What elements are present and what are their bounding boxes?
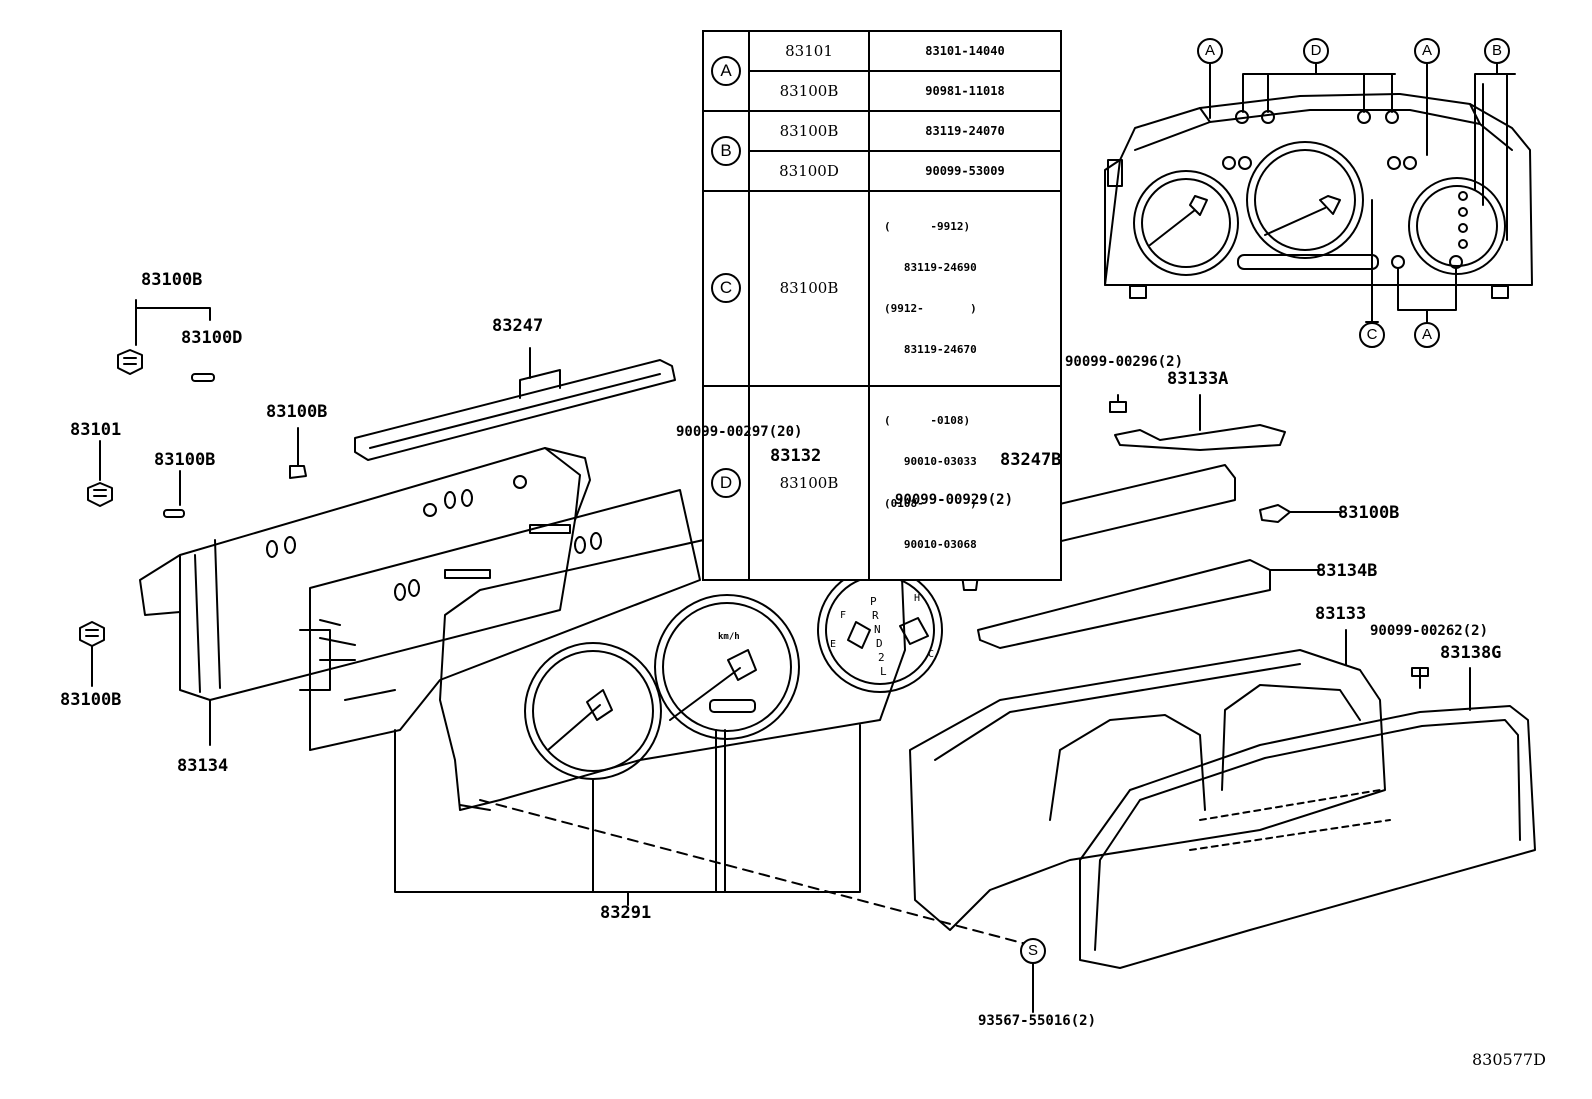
reference-table: A 83101 83101-14040 83100B 90981-11018 B… bbox=[702, 30, 1062, 581]
detail-cluster-view bbox=[1104, 63, 1533, 323]
label-83247: 83247 bbox=[492, 316, 544, 336]
diagram-code: 830577D bbox=[1472, 1050, 1546, 1069]
table-key-a: A bbox=[702, 30, 750, 112]
table-key-b: B bbox=[702, 110, 750, 192]
gauge-shift-p: P bbox=[870, 595, 877, 608]
part-83134-rear-housing bbox=[139, 447, 591, 746]
callout-sealant: S bbox=[1020, 938, 1046, 964]
leader-83291 bbox=[394, 724, 861, 906]
bulb-sockets-left bbox=[79, 299, 307, 687]
table-subpart-number: 90981-11018 bbox=[868, 70, 1062, 112]
label-screw-55016: 93567-55016(2) bbox=[978, 1013, 1097, 1029]
gauge-shift-d: D bbox=[876, 637, 883, 650]
table-subpart-line: 83119-24670 bbox=[884, 343, 977, 357]
label-83100b: 83100B bbox=[1338, 503, 1400, 523]
callout-a: A bbox=[1197, 38, 1223, 64]
label-83101: 83101 bbox=[70, 420, 122, 440]
label-83100b: 83100B bbox=[141, 270, 203, 290]
label-83133a: 83133A bbox=[1167, 369, 1229, 389]
gauge-shift-r: R bbox=[872, 609, 879, 622]
callout-b: B bbox=[1484, 38, 1510, 64]
gauge-speed-unit: km/h bbox=[718, 632, 740, 642]
label-83132: 83132 bbox=[770, 446, 822, 466]
table-part-number: 83100D bbox=[748, 150, 870, 192]
gauge-shift-l: L bbox=[880, 665, 887, 678]
gauge-fuel-f: F bbox=[840, 610, 847, 621]
label-83100b: 83100B bbox=[154, 450, 216, 470]
label-83138g: 83138G bbox=[1440, 643, 1502, 663]
table-subpart-number: 90099-53009 bbox=[868, 150, 1062, 192]
label-83100b: 83100B bbox=[60, 690, 122, 710]
callout-c: C bbox=[1359, 322, 1385, 348]
table-part-number: 83100B bbox=[748, 110, 870, 152]
label-83100d: 83100D bbox=[181, 328, 243, 348]
label-83291: 83291 bbox=[600, 903, 652, 923]
table-subpart-number: 83101-14040 bbox=[868, 30, 1062, 72]
table-subpart-line: (9912- ) bbox=[884, 302, 977, 315]
table-part-number: 83100B bbox=[748, 190, 870, 387]
label-83133: 83133 bbox=[1315, 604, 1367, 624]
label-83134: 83134 bbox=[177, 756, 229, 776]
label-83100b: 83100B bbox=[266, 402, 328, 422]
table-subpart-line: ( -0108) bbox=[884, 414, 971, 427]
parts-right bbox=[909, 394, 1536, 969]
part-83291-gauge-assembly bbox=[439, 504, 943, 811]
part-83247-strip bbox=[354, 347, 676, 461]
table-part-number: 83100B bbox=[748, 384, 870, 581]
label-83247b: 83247B bbox=[1000, 450, 1062, 470]
table-subpart-list: ( -9912) 83119-24690 (9912- ) 83119-2467… bbox=[868, 190, 1062, 387]
sealant-dashed-line bbox=[479, 799, 1031, 946]
table-subpart-line: 90010-03033 bbox=[884, 455, 977, 469]
callout-a: A bbox=[1414, 322, 1440, 348]
table-subpart-line: ( -9912) bbox=[884, 219, 971, 233]
gauge-temp-c: C bbox=[928, 649, 935, 660]
table-subpart-list: ( -0108) 90010-03033 (0108- ) 90010-0306… bbox=[868, 384, 1062, 581]
label-screw-00929: 90099-00929(2) bbox=[895, 492, 1014, 508]
table-subpart-line: (0108- ) bbox=[884, 496, 977, 510]
table-key-d: D bbox=[702, 384, 750, 581]
table-part-number: 83101 bbox=[748, 30, 870, 72]
callout-d: D bbox=[1303, 38, 1329, 64]
gauge-fuel-e: E bbox=[830, 639, 837, 650]
gauge-shift-2: 2 bbox=[878, 651, 885, 664]
gauge-temp-h: H bbox=[914, 593, 921, 604]
table-subpart-line: 90010-03068 bbox=[884, 537, 977, 551]
label-screw-00262: 90099-00262(2) bbox=[1370, 623, 1489, 639]
label-83134b: 83134B bbox=[1316, 561, 1378, 581]
gauge-shift-n: N bbox=[874, 623, 881, 636]
table-key-c: C bbox=[702, 190, 750, 387]
table-part-number: 83100B bbox=[748, 70, 870, 112]
table-subpart-line: 83119-24690 bbox=[884, 260, 977, 274]
callout-a: A bbox=[1414, 38, 1440, 64]
label-screw-00296: 90099-00296(2) bbox=[1065, 354, 1184, 370]
table-subpart-number: 83119-24070 bbox=[868, 110, 1062, 152]
label-screw-00297: 90099-00297(20) bbox=[676, 424, 803, 440]
